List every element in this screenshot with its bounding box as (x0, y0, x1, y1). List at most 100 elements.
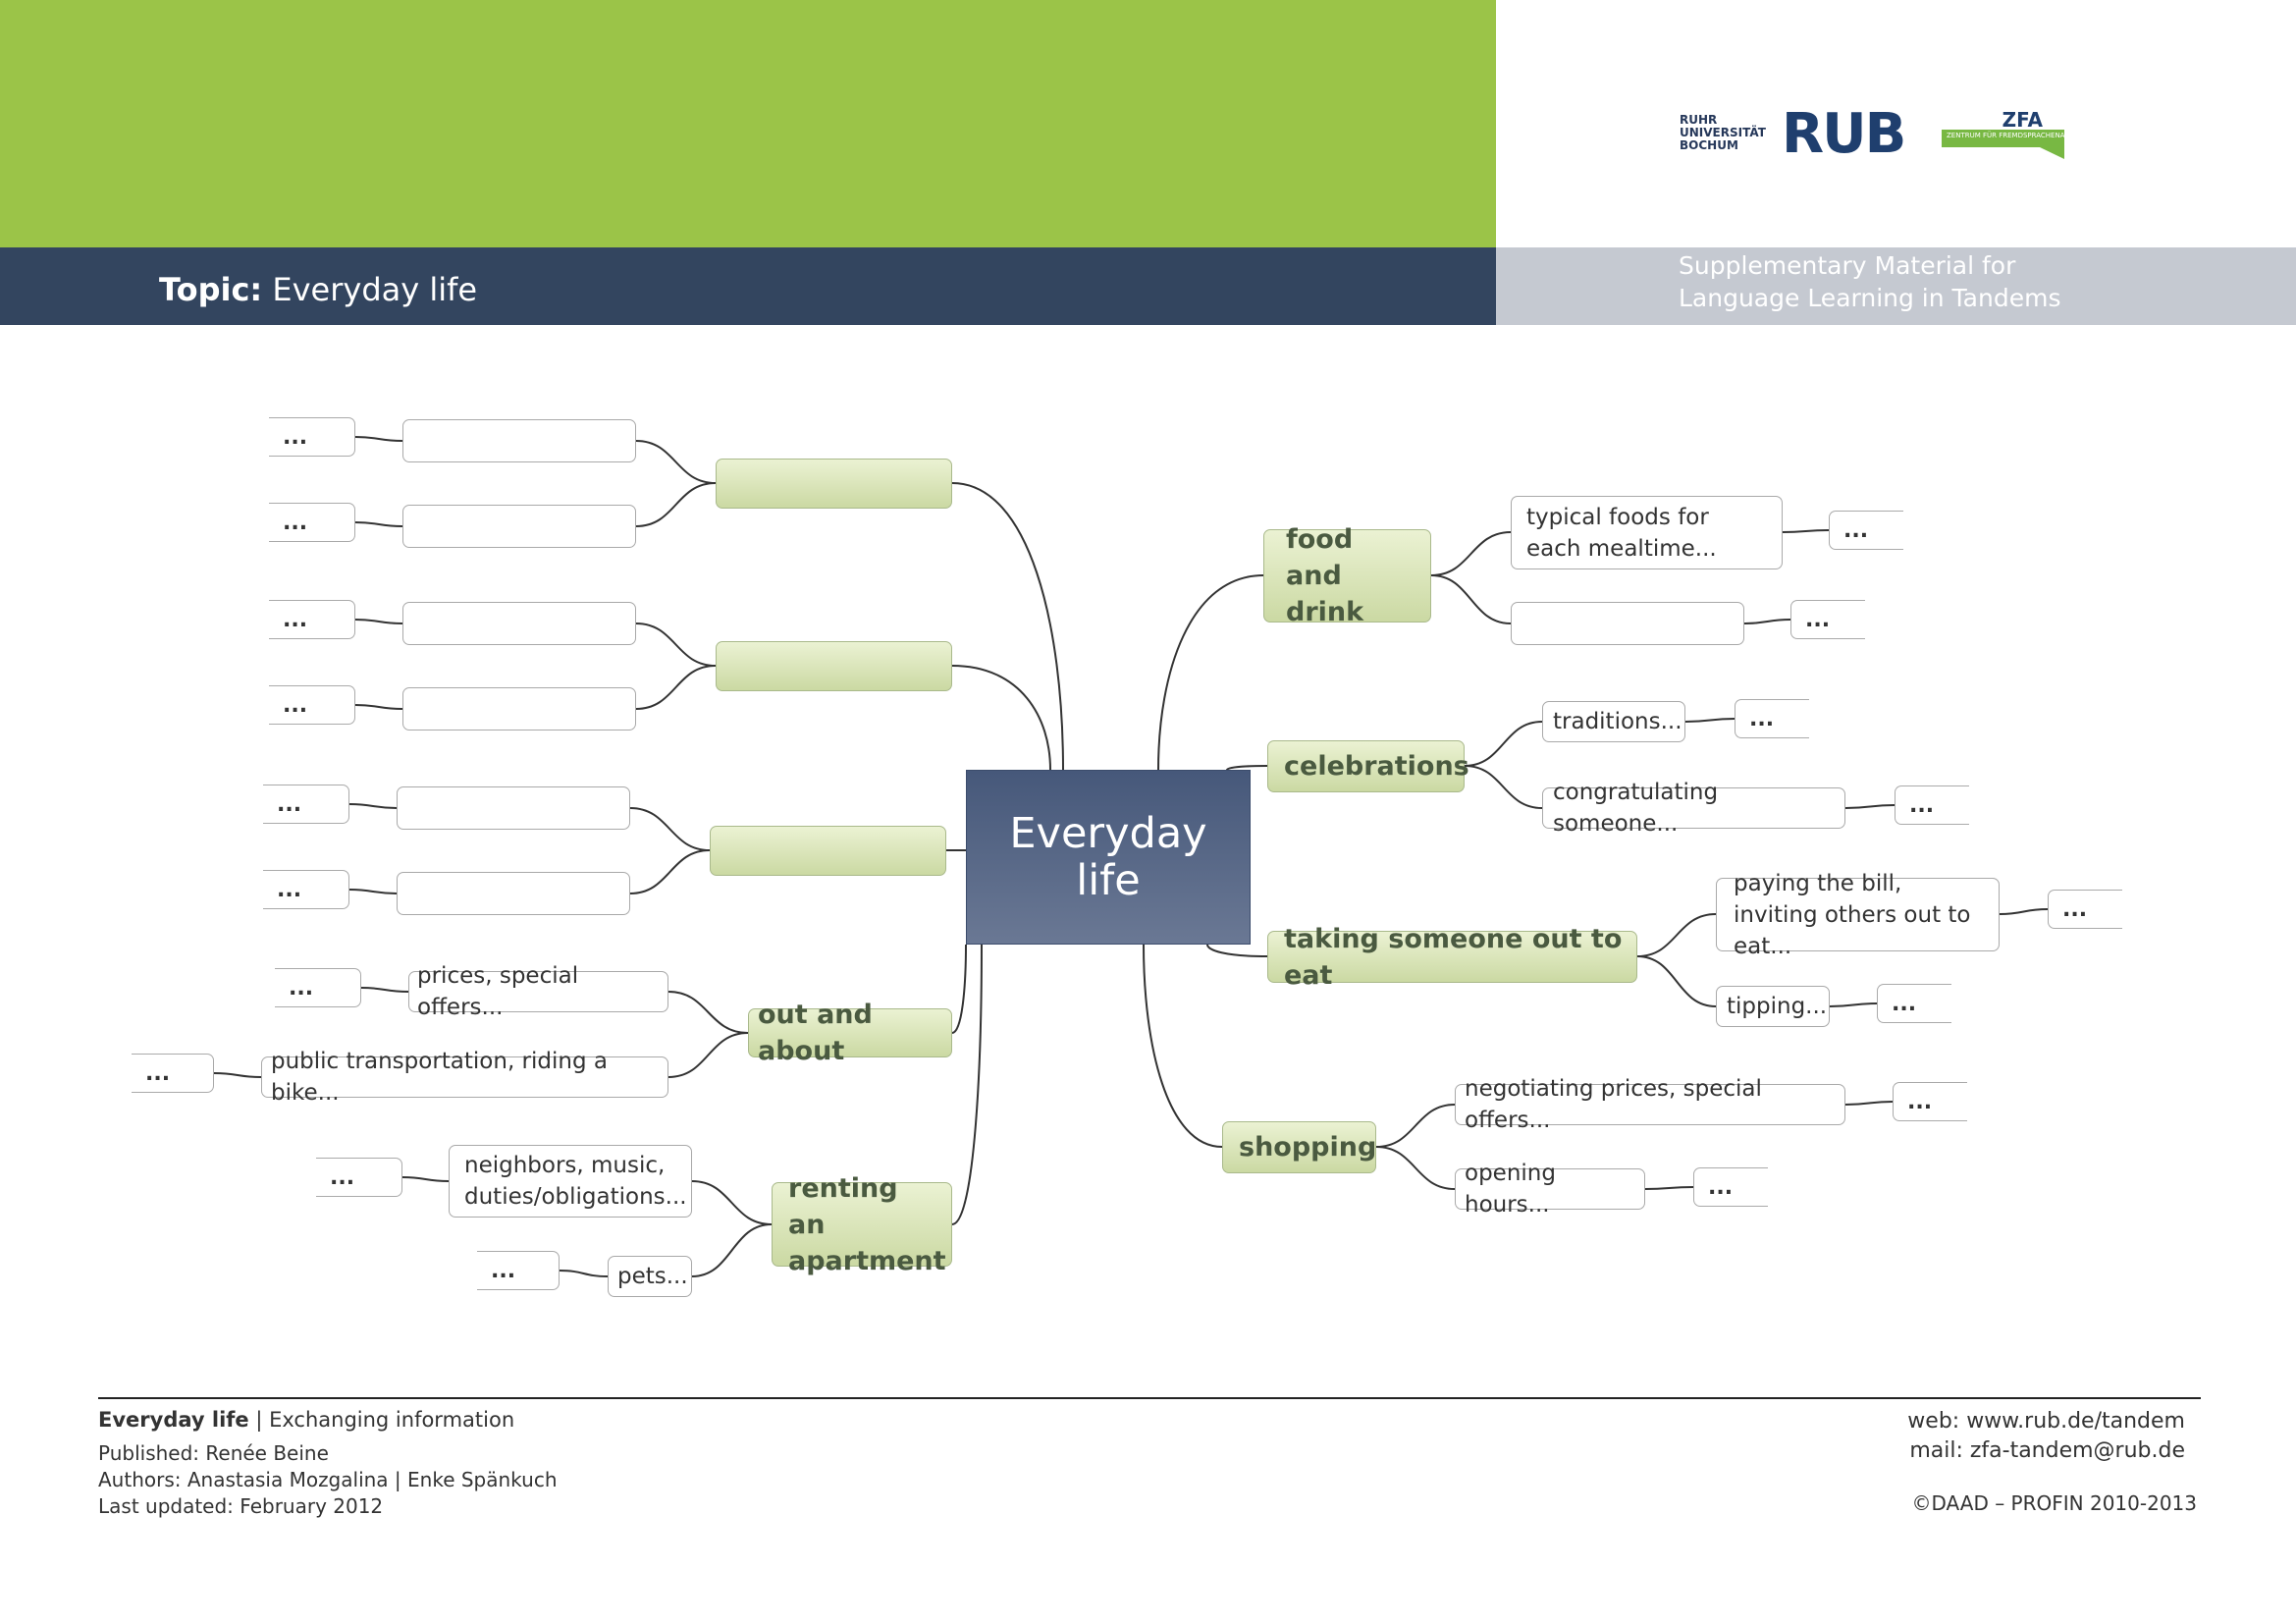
footer-title: Everyday life | Exchanging information (98, 1408, 514, 1432)
connector-line (1464, 765, 1543, 809)
mindmap-center-node[interactable]: Everyday life (966, 770, 1251, 945)
connector-line (1999, 908, 2049, 915)
subtopic-label: pets... (617, 1264, 688, 1289)
ellipsis-leaf-node[interactable]: ... (263, 870, 349, 909)
branch-node-renting-an-apartment[interactable]: renting an apartment (772, 1173, 952, 1276)
supplementary-line-2: Language Learning in Tandems (1679, 284, 2061, 312)
leaf-label: ... (1892, 991, 1917, 1016)
subtopic-label: neighbors, music, duties/obligations... (464, 1153, 687, 1210)
subtopic-node[interactable]: prices, special offers... (408, 963, 668, 1020)
ellipsis-leaf-node[interactable]: ... (275, 968, 361, 1007)
ellipsis-leaf-node[interactable]: ... (316, 1158, 402, 1197)
rub-logo: RUB (1782, 102, 1906, 166)
branch-label: renting an apartment (788, 1172, 946, 1276)
connector-line (691, 1180, 773, 1225)
subtopic-node[interactable] (402, 419, 636, 462)
branch-node-food-and-drink[interactable]: food and drink (1263, 524, 1431, 627)
leaf-label: ... (1909, 792, 1935, 818)
ellipsis-leaf-node[interactable]: ... (1893, 1082, 1967, 1121)
ellipsis-leaf-node[interactable]: ... (269, 417, 355, 457)
connector-line (354, 619, 403, 624)
connector-line (1464, 721, 1543, 767)
connector-line (1743, 619, 1791, 624)
connector-line (354, 436, 403, 442)
connector-line (635, 440, 717, 484)
subtopic-label: tipping... (1727, 994, 1828, 1019)
connector-line (635, 623, 717, 667)
footer-published: Published: Renée Beine (98, 1441, 329, 1465)
header-subtitle-band (1496, 247, 2296, 325)
topic-label: Topic: (159, 271, 263, 308)
branch-node-out-and-about[interactable]: out and about (748, 1000, 952, 1066)
ellipsis-leaf-node[interactable]: ... (2048, 890, 2122, 929)
leaf-label: ... (1749, 706, 1775, 731)
subtopic-node[interactable]: congratulating someone... (1542, 780, 1845, 837)
ellipsis-leaf-node[interactable]: ... (269, 503, 355, 542)
ellipsis-leaf-node[interactable]: ... (1829, 511, 1903, 550)
subtopic-node[interactable] (402, 505, 636, 548)
branch-label: food and drink (1286, 524, 1364, 627)
ellipsis-leaf-node[interactable]: ... (1790, 600, 1865, 639)
subtopic-node[interactable]: typical foods for each mealtime... (1511, 496, 1783, 569)
connector-line (667, 991, 749, 1034)
connector-line (348, 803, 398, 809)
header-topic-band (0, 247, 1496, 325)
subtopic-node[interactable]: negotiating prices, special offers... (1455, 1076, 1845, 1133)
branch-node-left-1[interactable] (716, 459, 952, 509)
subtopic-node[interactable]: opening hours... (1455, 1161, 1645, 1218)
footer-info: Published: Renée Beine Authors: Anastasi… (98, 1440, 558, 1520)
connector-line (348, 889, 398, 894)
connector-line (635, 665, 717, 710)
subtopic-node[interactable]: public transportation, riding a bike... (261, 1049, 668, 1106)
footer-mail-link[interactable]: mail: zfa-tandem@rub.de (1909, 1438, 2185, 1463)
zfa-logo-subtext: ZENTRUM FÜR FREMDSPRACHENAUSBILDUNG (1947, 132, 2106, 139)
connector-line (1644, 1186, 1694, 1190)
leaf-label: ... (277, 877, 302, 902)
ellipsis-leaf-node[interactable]: ... (269, 685, 355, 725)
ellipsis-leaf-node[interactable]: ... (1895, 785, 1969, 825)
leaf-label: ... (1708, 1174, 1734, 1200)
connector-line (1375, 1104, 1456, 1148)
subtopic-node[interactable] (397, 786, 630, 830)
connector-line (1844, 804, 1896, 809)
subtopic-node[interactable] (1511, 602, 1744, 645)
subtopic-node[interactable] (402, 602, 636, 645)
footer-title-bold: Everyday life (98, 1408, 249, 1432)
ellipsis-leaf-node[interactable]: ... (1693, 1167, 1768, 1207)
branch-node-celebrations[interactable]: celebrations (1267, 740, 1469, 792)
subtopic-node[interactable] (397, 872, 630, 915)
supplementary-line-1: Supplementary Material for (1679, 251, 2016, 280)
branch-node-shopping[interactable]: shopping (1222, 1121, 1376, 1173)
ellipsis-leaf-node[interactable]: ... (1877, 984, 1951, 1023)
subtopic-node[interactable]: neighbors, music, duties/obligations... (449, 1145, 692, 1218)
leaf-label: ... (277, 791, 302, 817)
subtopic-label: public transportation, riding a bike... (271, 1049, 608, 1106)
connector-line (1684, 718, 1735, 723)
subtopic-node[interactable]: paying the bill, inviting others out to … (1716, 871, 2000, 959)
branch-node-left-3[interactable] (710, 826, 946, 876)
connector-line (1829, 1002, 1878, 1007)
subtopic-node[interactable]: tipping... (1716, 986, 1830, 1027)
leaf-label: ... (289, 975, 314, 1001)
ellipsis-leaf-node[interactable]: ... (269, 600, 355, 639)
subtopic-node[interactable]: pets... (608, 1256, 692, 1297)
branch-node-left-2[interactable] (716, 641, 952, 691)
subtopic-node[interactable]: traditions... (1542, 701, 1685, 742)
ellipsis-leaf-node[interactable]: ... (132, 1054, 214, 1093)
ellipsis-leaf-node[interactable]: ... (477, 1251, 560, 1290)
branch-label: celebrations (1284, 751, 1469, 782)
footer-web-link[interactable]: web: www.rub.de/tandem (1907, 1409, 2185, 1434)
leaf-label: ... (2062, 896, 2088, 922)
connector-line (951, 665, 1051, 771)
branch-node-taking-someone-out-to-eat[interactable]: taking someone out to eat (1267, 924, 1637, 991)
branch-label: shopping (1239, 1132, 1377, 1163)
ellipsis-leaf-node[interactable]: ... (1735, 699, 1809, 738)
subtopic-label: negotiating prices, special offers... (1465, 1076, 1762, 1133)
connector-line (951, 482, 1064, 771)
ellipsis-leaf-node[interactable]: ... (263, 785, 349, 824)
connector-line (629, 807, 711, 851)
subtopic-node[interactable] (402, 687, 636, 731)
connector-line (213, 1072, 262, 1078)
header-green-band (0, 0, 1496, 247)
